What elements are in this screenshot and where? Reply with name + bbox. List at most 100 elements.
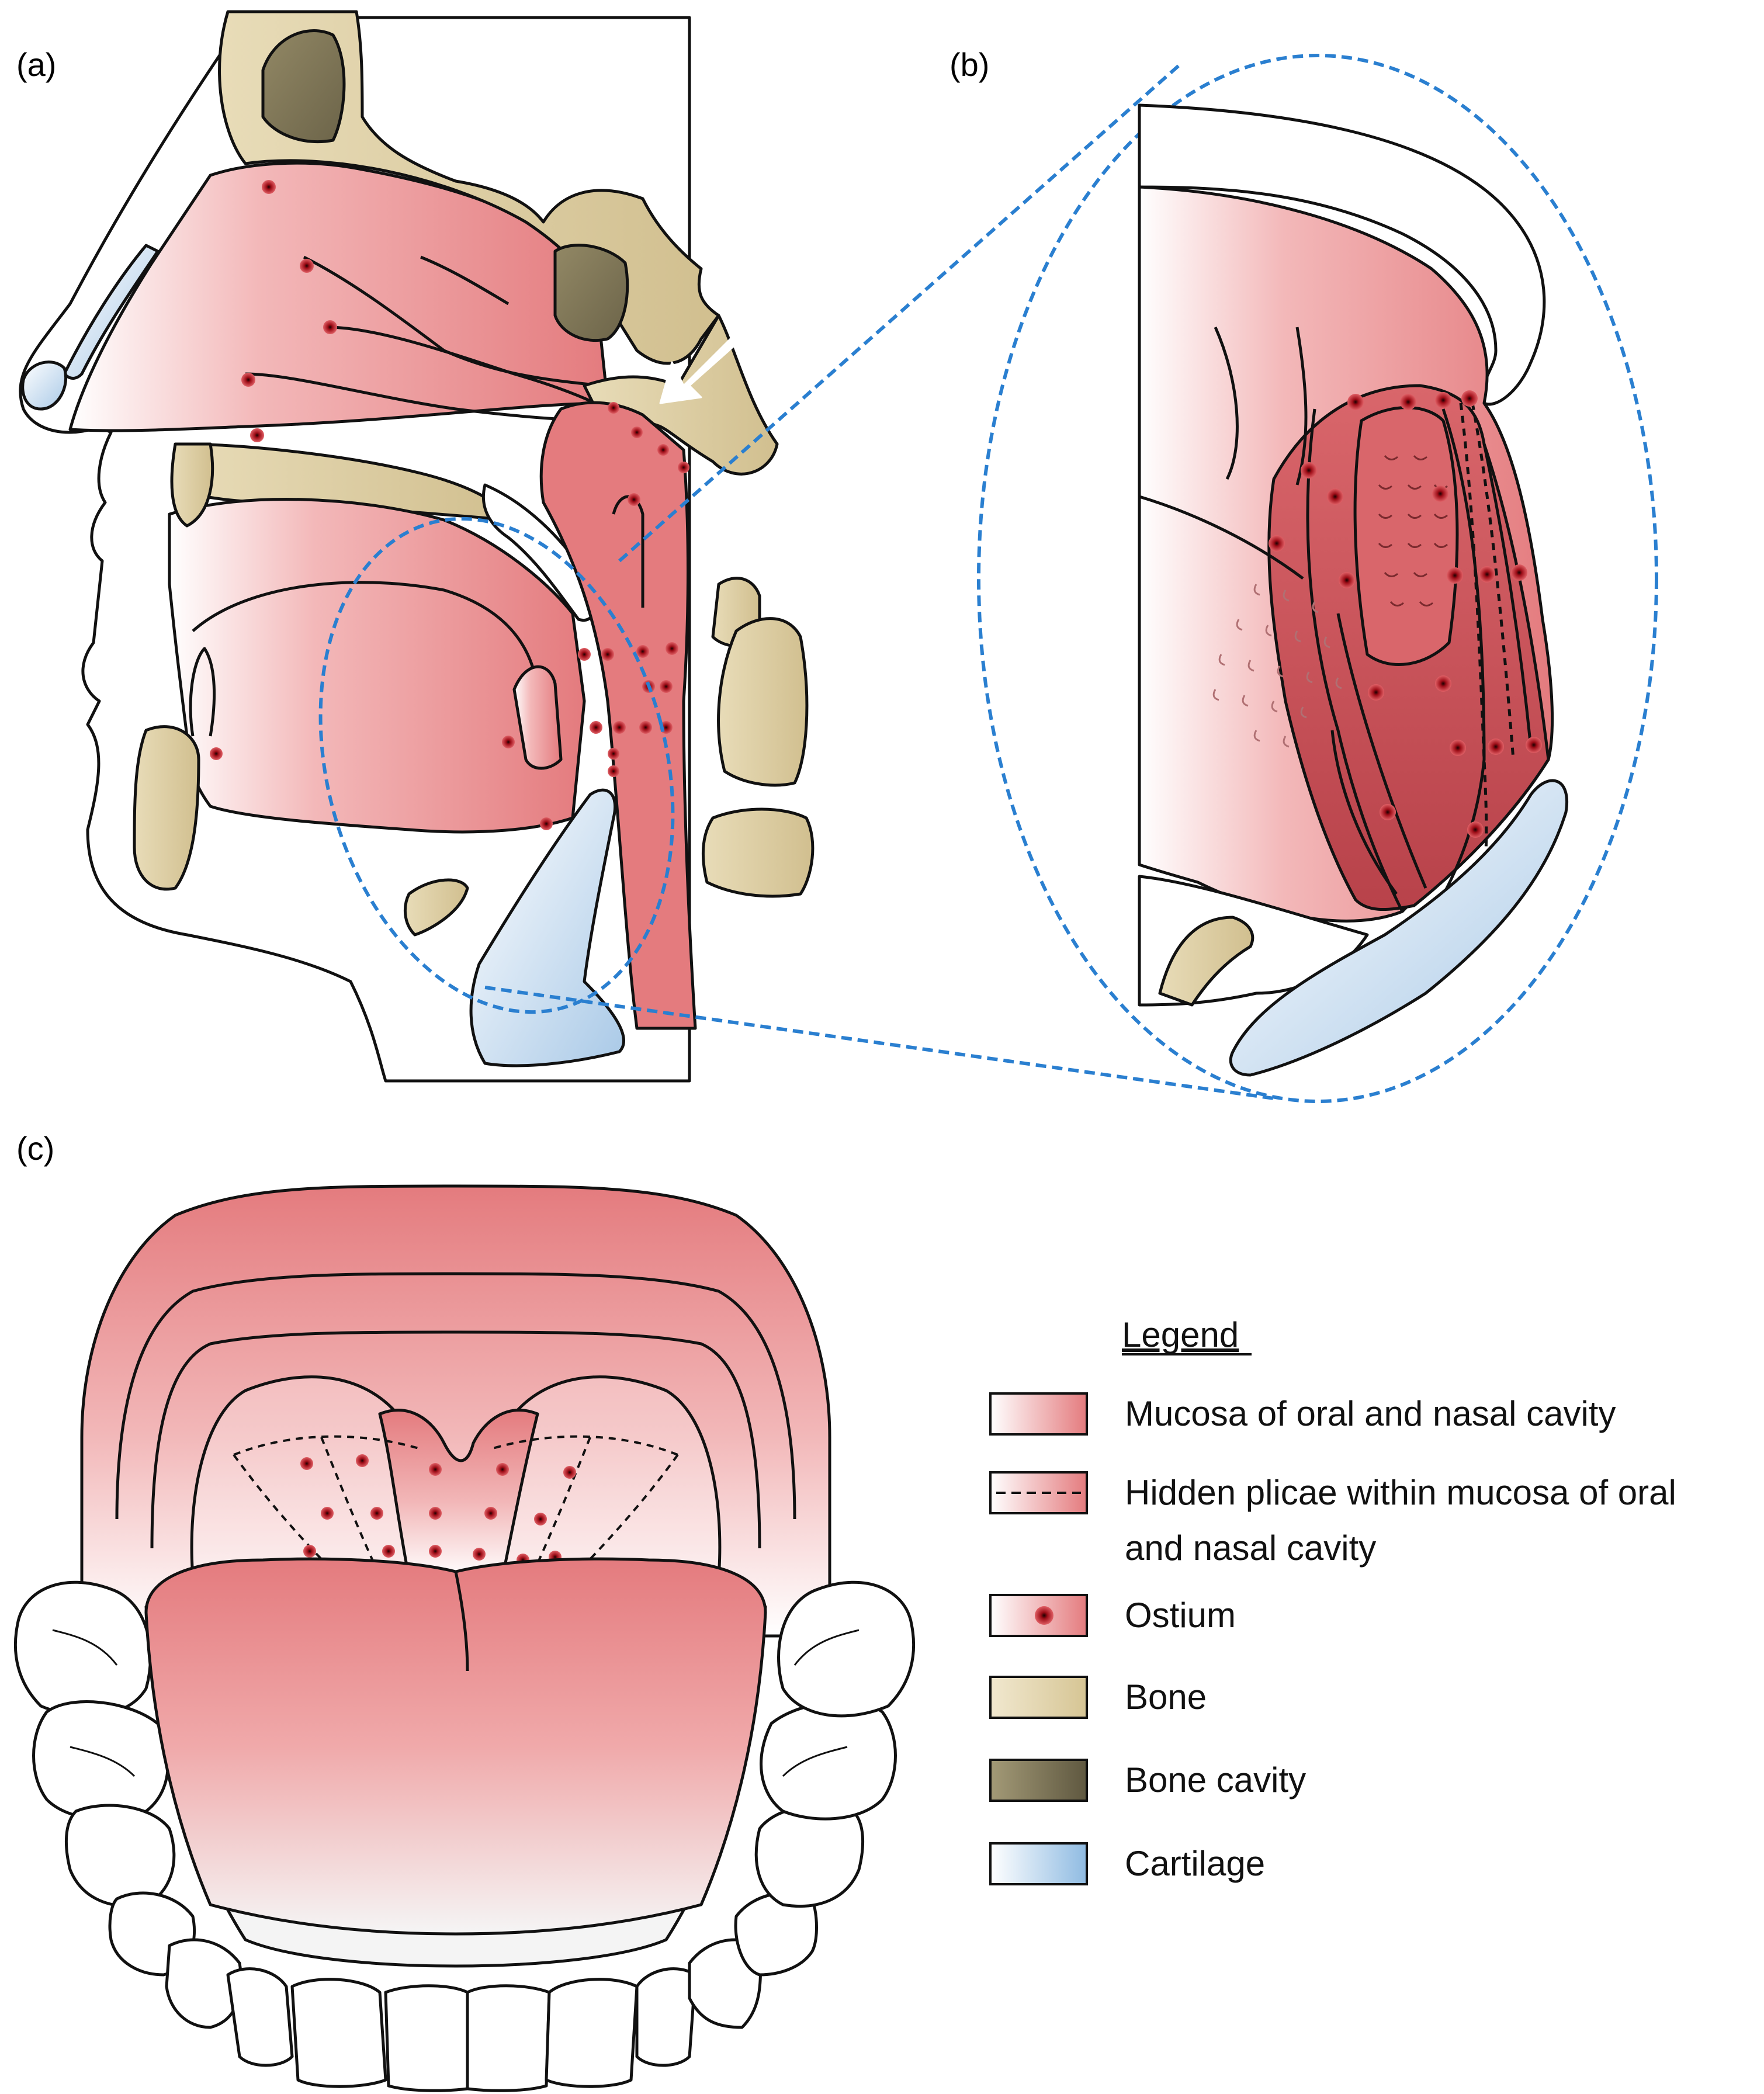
ostium	[534, 1513, 547, 1526]
tongue-papillae	[1212, 584, 1342, 748]
legend-label-bone-cavity: Bone cavity	[1125, 1760, 1306, 1800]
teeth	[13, 1580, 916, 2092]
plica-line	[1482, 443, 1533, 748]
upper-incisor-bone	[170, 442, 214, 528]
soft-palate	[481, 483, 597, 622]
molar-right-2	[760, 1700, 897, 1821]
plica-line	[1436, 408, 1486, 907]
ostium	[608, 402, 619, 414]
legend-label-ostium: Ostium	[1125, 1596, 1236, 1635]
ostium	[1380, 804, 1396, 820]
hyoid-bone	[403, 878, 469, 937]
uvula	[378, 1409, 539, 1579]
ostium	[356, 1454, 369, 1467]
tongue-front	[144, 1557, 767, 1936]
ostium	[300, 1457, 313, 1470]
zoomed-pharynx-detail	[1138, 103, 1568, 1077]
molar-grooves	[52, 1629, 860, 1777]
plica-line	[1306, 408, 1404, 913]
plica-line	[1336, 613, 1427, 889]
ostium	[1467, 821, 1484, 838]
plica-hidden-line	[1459, 403, 1488, 877]
ostium	[639, 721, 652, 734]
tongue-midline	[454, 1571, 469, 1672]
ostium	[1526, 737, 1542, 753]
vertebra-3	[702, 807, 815, 898]
ostium	[300, 259, 314, 273]
ostium	[1461, 390, 1478, 407]
frontal-sinus-cavity	[261, 29, 346, 144]
ostium	[601, 648, 614, 661]
ostium	[429, 1545, 442, 1558]
legend-swatch-cartilage	[989, 1842, 1088, 1885]
plica-hidden-line	[1471, 403, 1515, 760]
ostium	[262, 180, 276, 194]
palate-arch	[80, 1184, 831, 1638]
legend-swatch-mucosa	[989, 1392, 1088, 1436]
ostium	[628, 493, 640, 506]
legend-swatch-bone-cavity	[989, 1759, 1088, 1802]
epiglottis-zoom	[1229, 779, 1568, 1077]
ostium	[429, 1507, 442, 1520]
lip-fold	[189, 647, 216, 737]
mandible-bone	[133, 725, 200, 891]
canine-right	[688, 1938, 763, 2029]
ostium	[1488, 739, 1504, 755]
ostium	[657, 444, 669, 456]
palatine-arch-line	[1214, 326, 1239, 480]
ostium	[666, 642, 678, 655]
ostium	[1435, 392, 1451, 408]
zoom-ellipse-small	[318, 516, 675, 1014]
ostium	[321, 1507, 334, 1520]
zoom-ellipse-large	[977, 54, 1658, 1103]
ostium	[1511, 564, 1527, 581]
molar-right-3	[754, 1804, 864, 1908]
palate-inner-arch-2	[150, 1330, 761, 1549]
ostium	[323, 320, 337, 334]
hyoid-bone-zoom	[1158, 916, 1254, 1007]
ostium	[303, 1545, 316, 1558]
ostium	[496, 1463, 509, 1476]
zoom-indicator	[318, 54, 1658, 1103]
legend-swatch-bone	[989, 1676, 1088, 1719]
epiglottis-cartilage	[469, 788, 625, 1067]
molar-left-3	[65, 1804, 176, 1908]
molar-left-2	[32, 1700, 169, 1821]
legend: Legend Mucosa of oral and nasal cavity H…	[989, 1315, 1676, 1885]
ostium	[210, 747, 223, 760]
legend-label-bone: Bone	[1125, 1677, 1207, 1717]
ostium	[1479, 566, 1495, 583]
sphenoid-sinus-cavity	[553, 244, 629, 342]
ostium	[370, 1507, 383, 1520]
ostium	[590, 721, 602, 734]
ostium	[484, 1507, 497, 1520]
ostium	[631, 427, 643, 438]
incisor-center-left	[384, 1984, 469, 2092]
ostium	[540, 817, 553, 830]
tonsil-inner	[1353, 406, 1459, 666]
turbinate-line	[327, 325, 609, 411]
lower-pharynx-line	[1330, 730, 1398, 895]
incisor-right-1	[545, 1978, 639, 2088]
ostium	[1269, 535, 1285, 552]
ostium	[1435, 675, 1451, 692]
ostium	[1400, 394, 1416, 410]
zoom-connector-bottom	[484, 986, 1274, 1100]
panel-label-a: (a)	[16, 46, 56, 83]
legend-ostium-icon	[1035, 1606, 1053, 1625]
legend-swatch-hidden-plicae	[989, 1471, 1088, 1514]
sagittal-head-section	[19, 10, 815, 1083]
incisor-center-right	[466, 1984, 551, 2092]
zoom-connector-top	[618, 63, 1181, 563]
ostia-group-c	[300, 1454, 576, 1566]
nose-tip-cartilage	[21, 360, 68, 411]
ostium	[613, 721, 626, 734]
legend-label-cartilage: Cartilage	[1125, 1844, 1265, 1883]
ostium	[502, 736, 515, 748]
nasal-cartilage	[63, 244, 160, 380]
ostia-group-a	[210, 180, 689, 830]
white-arrow-icon	[659, 332, 743, 404]
uvula-fold	[512, 665, 563, 770]
ostium	[608, 748, 619, 760]
